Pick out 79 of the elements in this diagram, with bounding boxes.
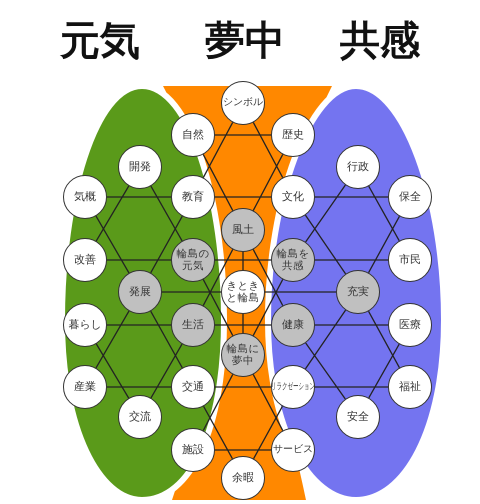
node-label: 歴史 (282, 129, 304, 141)
connector-line (95, 216, 130, 274)
connector-line (107, 259, 171, 261)
connector-line (368, 310, 400, 368)
node-label: 産業 (74, 381, 96, 393)
node-label: 発展 (129, 286, 151, 298)
connector-line (96, 344, 130, 398)
connector-line (265, 291, 336, 293)
node-label: 市民 (399, 254, 421, 266)
node-label: 自然 (182, 129, 204, 141)
connector-line (202, 279, 234, 336)
connector-line (304, 214, 346, 274)
node-label: 生活 (182, 319, 204, 331)
connector-line (305, 342, 346, 400)
connector-line (107, 386, 171, 388)
connector-line (150, 344, 183, 398)
connector-line (252, 279, 284, 336)
connector-line (242, 314, 244, 333)
connector-line (202, 374, 234, 431)
connector-line (252, 122, 284, 178)
node-label: 輪島に夢中 (226, 343, 260, 367)
connector-line (252, 249, 284, 306)
node-label: 安全 (347, 411, 369, 423)
connector-line (107, 324, 171, 326)
connector-line (242, 252, 244, 270)
node-label: 充実 (347, 286, 369, 298)
node-label: 輪島の元気 (176, 248, 210, 272)
connector-line (215, 134, 271, 136)
calligraphy-word: 元気 (60, 18, 140, 64)
connector-line (252, 154, 284, 211)
connector-line (368, 186, 400, 242)
connector-line (150, 186, 183, 242)
node-label: 保全 (399, 191, 421, 203)
connector-line (368, 216, 400, 274)
node-label: 輪島を共感 (276, 248, 310, 272)
connector-line (203, 406, 233, 460)
connector-line (215, 324, 271, 326)
calligraphy-word: 共感 (340, 18, 420, 64)
connector-line (215, 449, 271, 451)
node-label: 行政 (347, 161, 369, 173)
node-label: 教育 (182, 191, 204, 203)
connector-line (202, 122, 234, 178)
connector-line (315, 259, 388, 261)
connector-line (95, 310, 130, 368)
connector-line (305, 184, 346, 242)
connector-line (315, 324, 388, 326)
connector-line (253, 406, 283, 460)
node-label: 風土 (232, 224, 254, 236)
connector-line (215, 196, 271, 198)
connector-line (304, 310, 346, 370)
connector-line (315, 386, 388, 388)
node-label: 改善 (74, 254, 96, 266)
node-label: 交流 (129, 411, 151, 423)
node-label: 交通 (182, 381, 204, 393)
node-label: サービス (273, 444, 313, 456)
calligraphy-word: 夢中 (205, 18, 285, 64)
node-label: 福祉 (399, 381, 421, 393)
connector-line (96, 186, 130, 242)
connector-line (202, 249, 234, 306)
node-label: シンボル (223, 97, 263, 109)
connector-line (215, 259, 271, 261)
connector-line (215, 386, 271, 388)
node-label: 健康 (282, 319, 304, 331)
node-label: 暮らし (68, 319, 102, 331)
connector-line (150, 310, 183, 368)
node-label: 余暇 (232, 472, 254, 484)
node-label: 気概 (74, 191, 96, 203)
connector-line (315, 196, 388, 198)
connector-line (107, 196, 171, 198)
node-label: 開発 (129, 161, 151, 173)
connector-line (150, 216, 183, 274)
node-label: きときと輪島 (226, 280, 260, 304)
node-label: 施設 (182, 444, 204, 456)
connector-line (252, 374, 284, 431)
connector-line (368, 344, 400, 398)
node-label: 医療 (399, 319, 421, 331)
connector-line (162, 291, 221, 293)
connector-line (202, 154, 234, 211)
node-label: 文化 (282, 191, 304, 203)
